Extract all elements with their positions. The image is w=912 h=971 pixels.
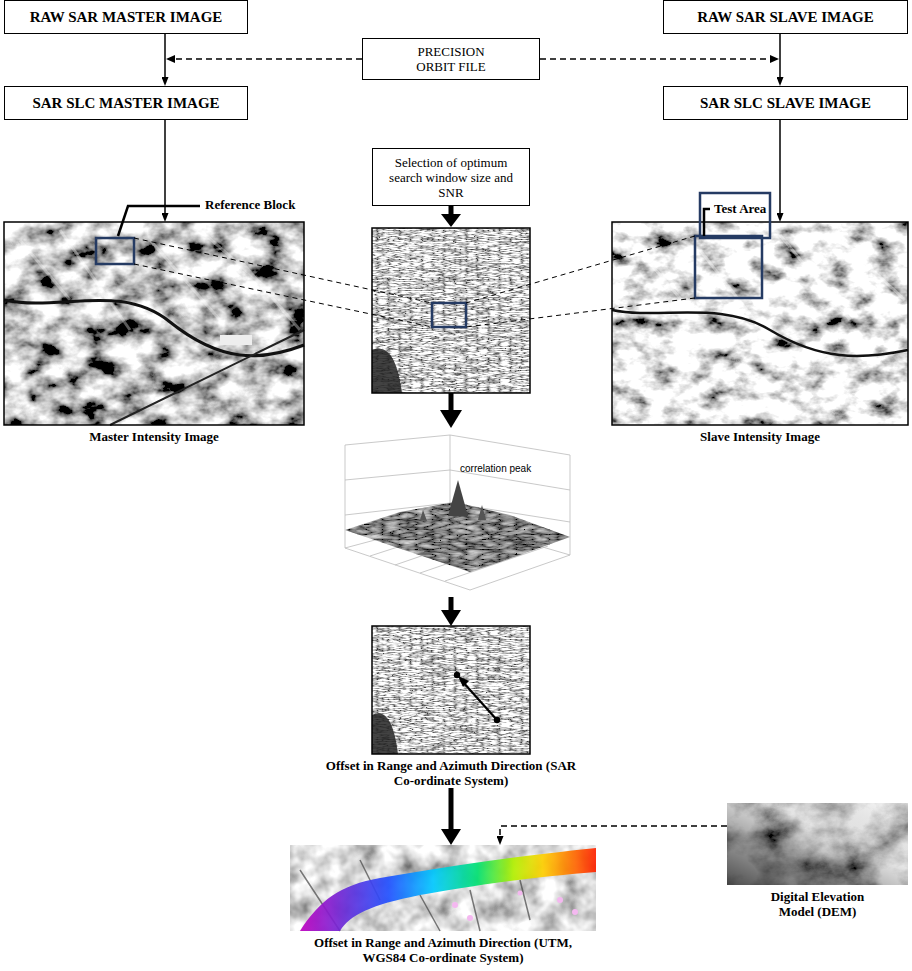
node-text: RAW SAR MASTER IMAGE	[30, 9, 223, 26]
flow-arrow	[164, 120, 166, 213]
node-text: SAR SLC SLAVE IMAGE	[700, 95, 871, 112]
search-window-patch	[372, 206, 530, 428]
node-text: RAW SAR SLAVE IMAGE	[697, 9, 874, 26]
image-caption: Offset in Range and Azimuth Direction (S…	[320, 758, 582, 788]
correlation-plot: correlation peak	[335, 430, 575, 597]
slave-sar-image	[612, 193, 908, 425]
input-box: PRECISION ORBIT FILE	[362, 38, 540, 80]
process-box: RAW SAR SLAVE IMAGE	[663, 0, 908, 34]
image-panel: Digital Elevation Model (DEM)	[727, 803, 908, 919]
zoom-lines	[134, 236, 695, 327]
image-caption: Master Intensity Image	[9, 429, 299, 444]
callout-label: Test Area	[712, 201, 768, 216]
node-text: correlation peak	[460, 463, 531, 475]
callout-label: Reference Block	[205, 197, 295, 212]
correlation-surface	[345, 435, 570, 590]
flow-arrow	[779, 34, 781, 77]
node-text: PRECISION ORBIT FILE	[401, 44, 501, 74]
offset-map	[290, 845, 596, 931]
image-panel: Offset in Range and Azimuth Direction (U…	[290, 845, 596, 965]
flow-arrow	[449, 597, 454, 610]
dem-image	[727, 803, 908, 885]
flow-arrow	[779, 120, 781, 213]
flow-arrow	[500, 826, 727, 836]
node-text: SAR SLC MASTER IMAGE	[32, 95, 219, 112]
process-box: SAR SLC SLAVE IMAGE	[663, 86, 908, 120]
process-box: SAR SLC MASTER IMAGE	[4, 86, 248, 120]
image-caption: Offset in Range and Azimuth Direction (U…	[312, 935, 574, 965]
image-panel: Master Intensity Image	[4, 222, 304, 444]
image-caption: Digital Elevation Model (DEM)	[753, 889, 883, 919]
flow-arrow	[449, 788, 454, 829]
process-box: RAW SAR MASTER IMAGE	[4, 0, 248, 34]
image-caption: Slave Intensity Image	[615, 429, 905, 444]
master-sar-image	[4, 206, 304, 425]
image-panel: Slave Intensity Image	[612, 222, 908, 444]
node-text: Selection of optimum search window size …	[381, 155, 521, 200]
image-panel: Offset in Range and Azimuth Direction (S…	[320, 626, 582, 788]
parameter-box: Selection of optimum search window size …	[372, 148, 530, 206]
offset-patch	[372, 626, 530, 754]
flow-arrow	[164, 34, 166, 77]
